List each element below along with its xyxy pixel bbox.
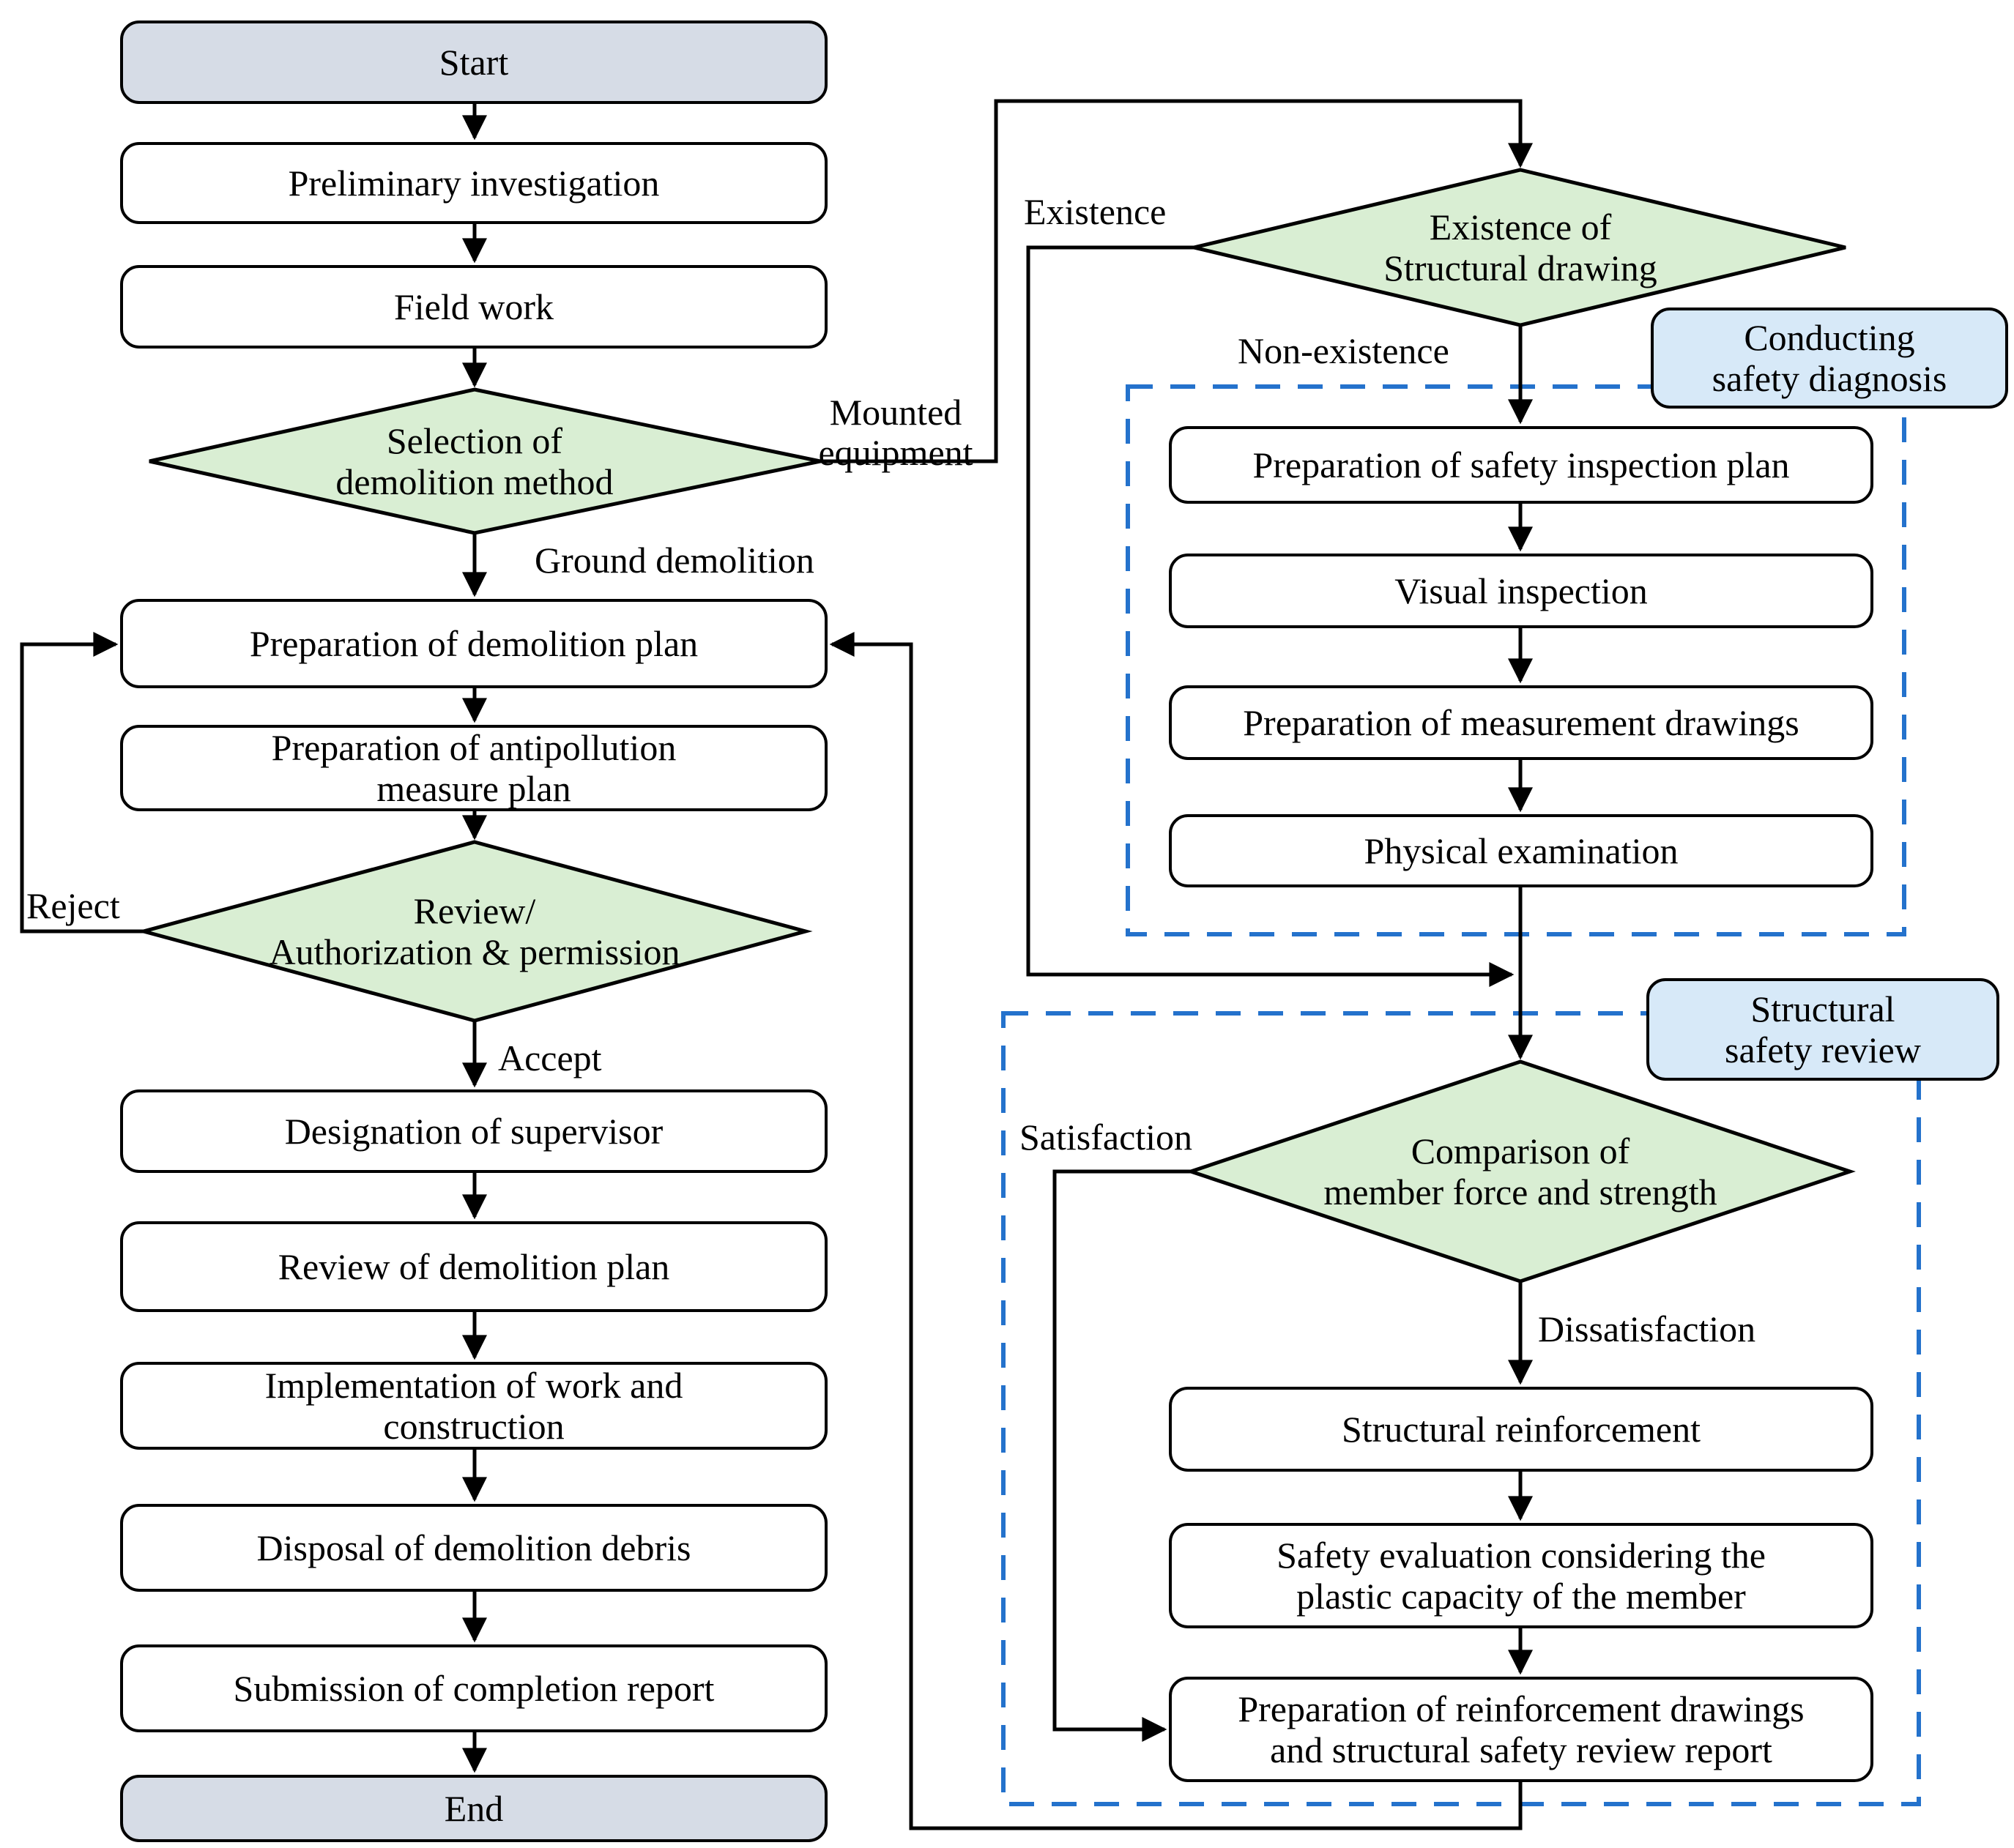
review-authorization-permission-decision — [136, 840, 813, 1023]
end-terminator: End — [120, 1775, 828, 1842]
ground-demolition-label: Ground demolition — [535, 540, 814, 581]
edge-satisfaction — [1052, 1169, 1191, 1742]
selection-of-demolition-method-decision — [149, 387, 821, 535]
edge-return-to-prepplan — [829, 632, 1523, 1830]
preparation-of-antipollution-measure-plan-box: Preparation of antipollution measure pla… — [120, 725, 828, 811]
review-authorization-permission-text: Review/ Authorization & permission — [269, 890, 680, 972]
structural-reinforcement-box: Structural reinforcement — [1169, 1387, 1873, 1472]
comparison-of-member-force-and-strength-decision — [1185, 1059, 1856, 1283]
dissatisfaction-label: Dissatisfaction — [1538, 1308, 1756, 1349]
preparation-of-safety-inspection-plan-box: Preparation of safety inspection plan — [1169, 426, 1873, 504]
field-work-box: Field work — [120, 265, 828, 349]
existence-label: Existence — [1024, 191, 1167, 232]
physical-examination-box: Physical examination — [1169, 814, 1873, 887]
accept-label: Accept — [498, 1037, 602, 1078]
preliminary-investigation-box: Preliminary investigation — [120, 142, 828, 224]
edge-mounted-equipment — [820, 99, 1533, 463]
start-terminator: Start — [120, 21, 828, 104]
disposal-of-demolition-debris-box: Disposal of demolition debris — [120, 1504, 828, 1592]
existence-of-structural-drawing-decision — [1193, 168, 1846, 327]
reject-label: Reject — [26, 885, 120, 926]
preparation-of-measurement-drawings-box: Preparation of measurement drawings — [1169, 685, 1873, 760]
conducting-safety-diagnosis-label: Conducting safety diagnosis — [1651, 308, 2008, 409]
existence-of-structural-drawing-text: Existence of Structural drawing — [1383, 206, 1657, 288]
designation-of-supervisor-box: Designation of supervisor — [120, 1089, 828, 1173]
mounted-equipment-label: Mounted equipment — [818, 392, 973, 473]
implementation-of-work-and-construction-box: Implementation of work and construction — [120, 1362, 828, 1450]
edge-existence-bypass — [1026, 245, 1515, 987]
safety-evaluation-box: Safety evaluation considering the plasti… — [1169, 1523, 1873, 1628]
conducting-safety-diagnosis-region — [1126, 384, 1906, 936]
preparation-of-demolition-plan-box: Preparation of demolition plan — [120, 599, 828, 688]
non-existence-label: Non-existence — [1238, 330, 1449, 371]
satisfaction-label: Satisfaction — [1019, 1117, 1193, 1158]
structural-safety-review-label: Structural safety review — [1646, 978, 1999, 1081]
preparation-of-reinforcement-drawings-box: Preparation of reinforcement drawings an… — [1169, 1677, 1873, 1782]
selection-of-demolition-method-text: Selection of demolition method — [335, 420, 614, 502]
comparison-of-member-force-and-strength-text: Comparison of member force and strength — [1323, 1130, 1717, 1212]
review-of-demolition-plan-box: Review of demolition plan — [120, 1221, 828, 1312]
structural-safety-review-region — [1001, 1011, 1921, 1806]
visual-inspection-box: Visual inspection — [1169, 554, 1873, 628]
edge-reject-loop — [20, 632, 144, 934]
submission-of-completion-report-box: Submission of completion report — [120, 1644, 828, 1732]
